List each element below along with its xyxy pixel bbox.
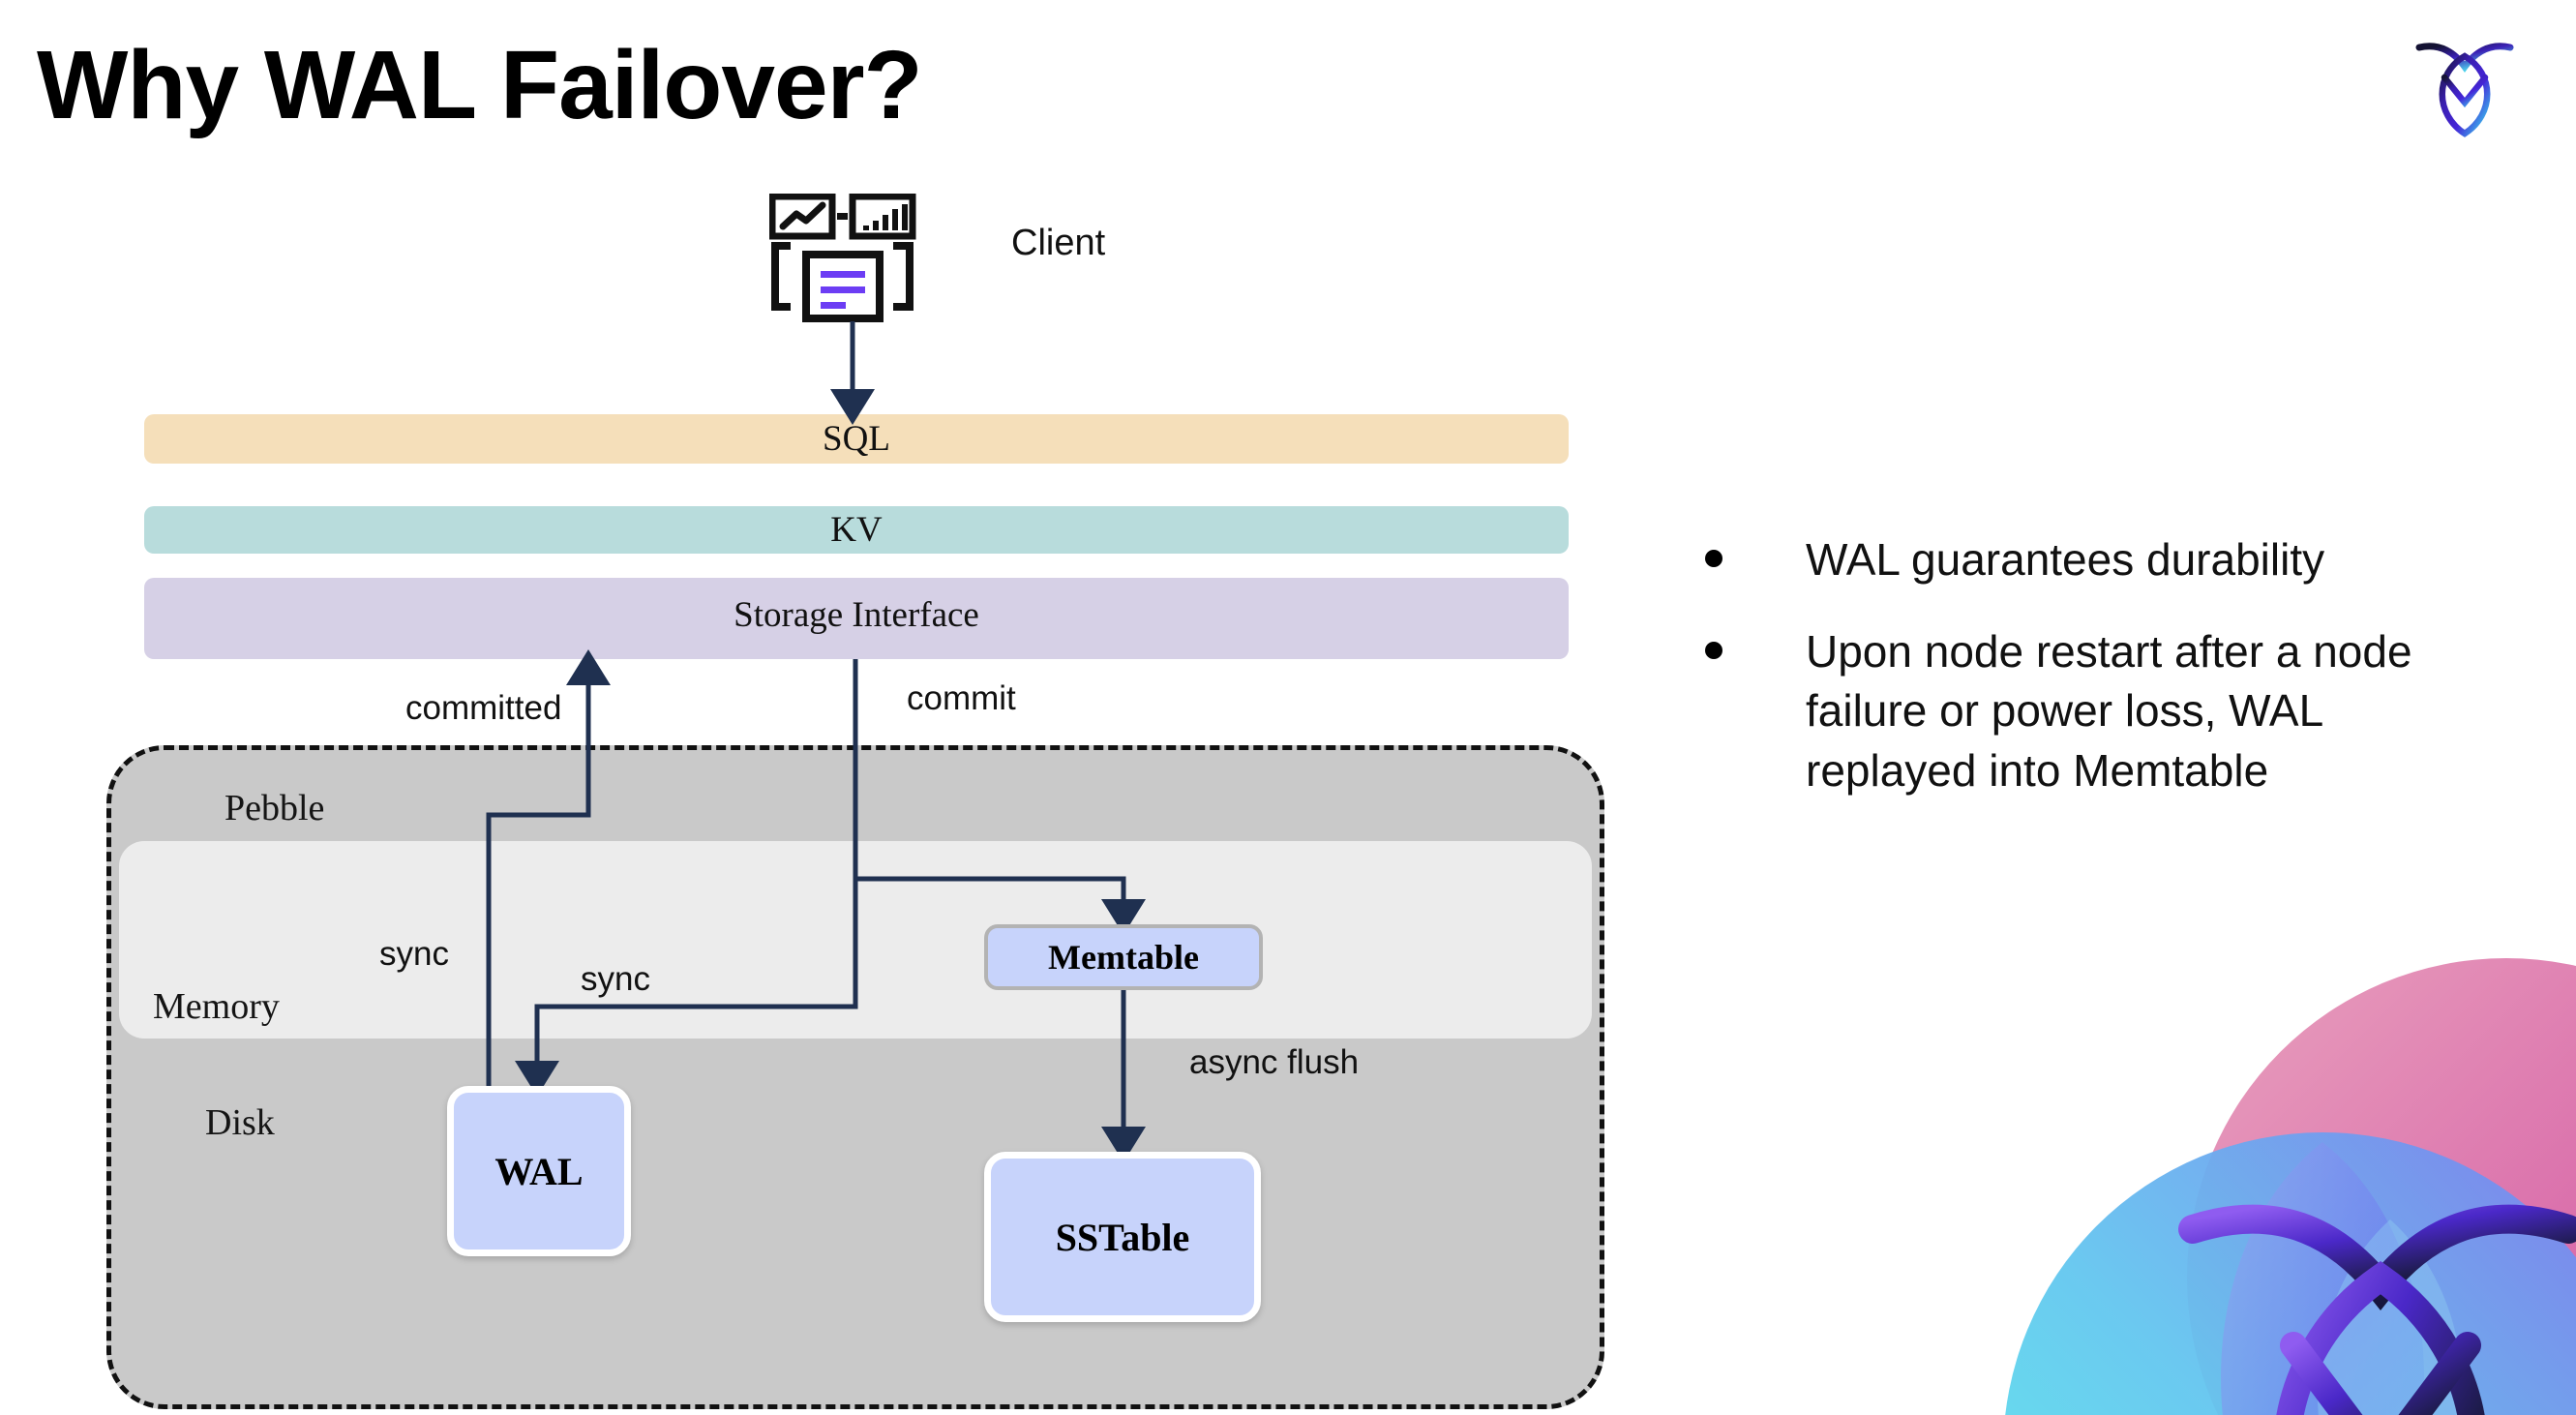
page-title: Why WAL Failover? (37, 31, 923, 139)
node-label-memtable: Memtable (1048, 938, 1199, 977)
bullet-text: Upon node restart after a node failure o… (1806, 626, 2412, 796)
layer-label-storage-interface: Storage Interface (734, 594, 979, 635)
pebble-label: Pebble (225, 788, 325, 828)
memory-label: Memory (153, 986, 280, 1027)
node-label-sstable: SSTable (1055, 1215, 1190, 1259)
layer-bar-storage-interface: Storage Interface (144, 578, 1569, 659)
edge-label-committed: committed (405, 689, 562, 727)
disk-label: Disk (205, 1102, 275, 1143)
layer-label-kv: KV (830, 510, 883, 550)
bullet-dot-icon (1705, 642, 1722, 660)
layer-label-sql: SQL (823, 419, 890, 459)
bullet-list: WAL guarantees durability Upon node rest… (1705, 530, 2489, 833)
layer-bar-sql: SQL (144, 414, 1569, 464)
node-memtable: Memtable (984, 924, 1263, 990)
list-item: Upon node restart after a node failure o… (1705, 622, 2489, 800)
list-item: WAL guarantees durability (1705, 530, 2489, 589)
edge-label-sync-2: sync (581, 960, 650, 998)
node-wal: WAL (447, 1086, 631, 1256)
bullet-dot-icon (1705, 550, 1722, 567)
edge-label-async-flush: async flush (1189, 1043, 1360, 1081)
node-label-wal: WAL (494, 1149, 584, 1193)
node-sstable: SSTable (984, 1152, 1261, 1322)
layer-bar-kv: KV (144, 506, 1569, 554)
cockroachdb-logo (2411, 27, 2518, 138)
client-label: Client (1011, 223, 1106, 263)
edge-label-sync-1: sync (379, 935, 449, 973)
memory-region (119, 841, 1592, 1039)
cockroachdb-logo-watermark (2003, 958, 2576, 1415)
bullet-text: WAL guarantees durability (1806, 534, 2325, 585)
edge-label-commit: commit (907, 679, 1016, 717)
client-dashboard-icon (768, 193, 936, 329)
